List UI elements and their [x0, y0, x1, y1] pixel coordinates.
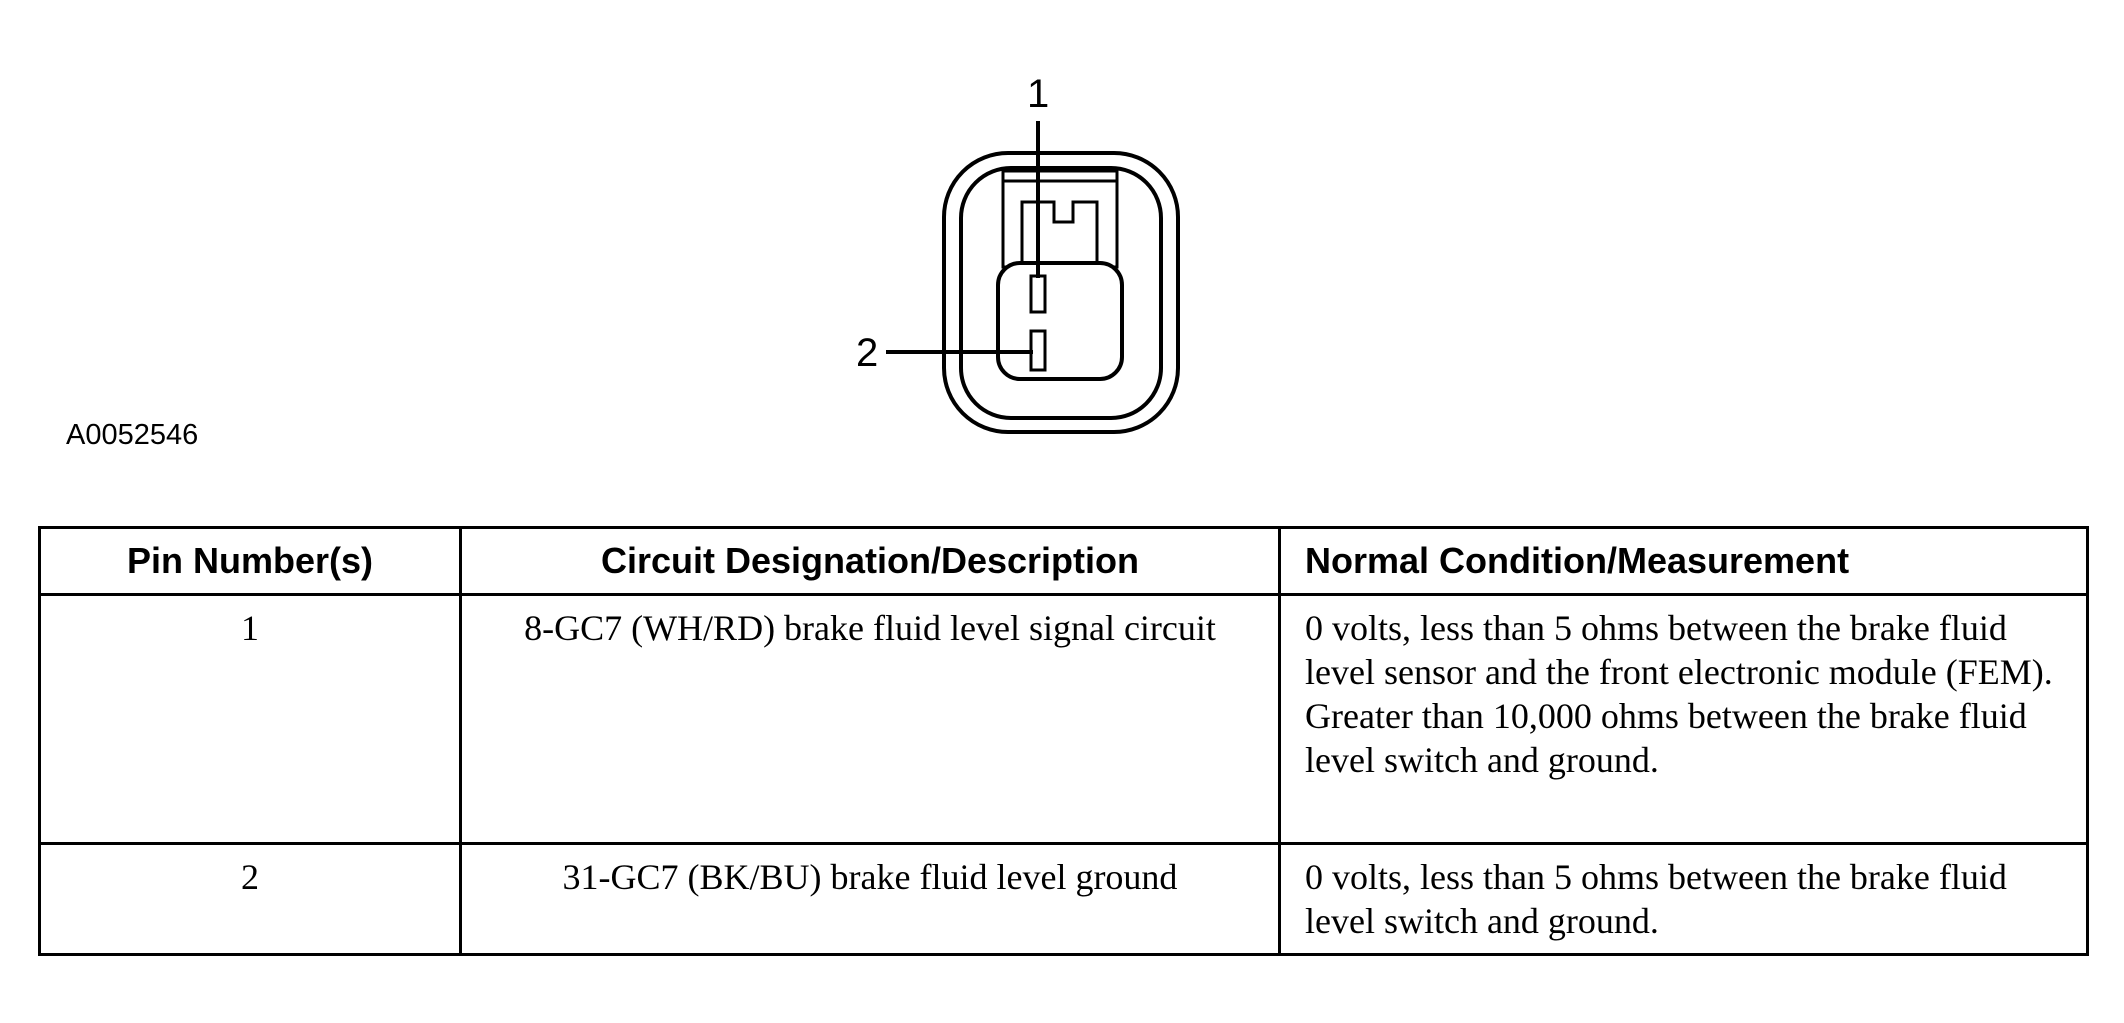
connector-latch-frame-inner: [1001, 179, 1119, 269]
table-row: 2 31-GC7 (BK/BU) brake fluid level groun…: [38, 842, 2089, 956]
row-2-pin: 2: [38, 842, 462, 956]
row-2-condition: 0 volts, less than 5 ohms between the br…: [1278, 842, 2089, 956]
table-row: 1 8-GC7 (WH/RD) brake fluid level signal…: [38, 593, 2089, 845]
pin-2-terminal: [1029, 329, 1047, 372]
connector-outer-housing: [942, 151, 1180, 434]
pin-table: Pin Number(s) Circuit Designation/Descri…: [38, 526, 2089, 956]
connector-inner-housing: [959, 166, 1163, 420]
connector-latch-frame-outer: [1001, 169, 1119, 269]
callout-1-label: 1: [1027, 72, 1049, 116]
connector-diagram: 1 2: [856, 72, 1180, 434]
header-normal-condition: Normal Condition/Measurement: [1278, 526, 2089, 596]
header-pin-numbers: Pin Number(s): [38, 526, 462, 596]
row-1-circuit: 8-GC7 (WH/RD) brake fluid level signal c…: [459, 593, 1281, 845]
callout-2-label: 2: [856, 331, 878, 375]
table-header-row: Pin Number(s) Circuit Designation/Descri…: [38, 526, 2089, 596]
figure-id: A0052546: [66, 419, 199, 451]
row-2-circuit: 31-GC7 (BK/BU) brake fluid level ground: [459, 842, 1281, 956]
row-1-condition: 0 volts, less than 5 ohms between the br…: [1278, 593, 2089, 845]
row-1-pin: 1: [38, 593, 462, 845]
header-circuit-description: Circuit Designation/Description: [459, 526, 1281, 596]
connector-latch-key: [1020, 200, 1099, 267]
pin-1-terminal: [1029, 274, 1047, 314]
connector-pin-cavity: [996, 261, 1124, 381]
